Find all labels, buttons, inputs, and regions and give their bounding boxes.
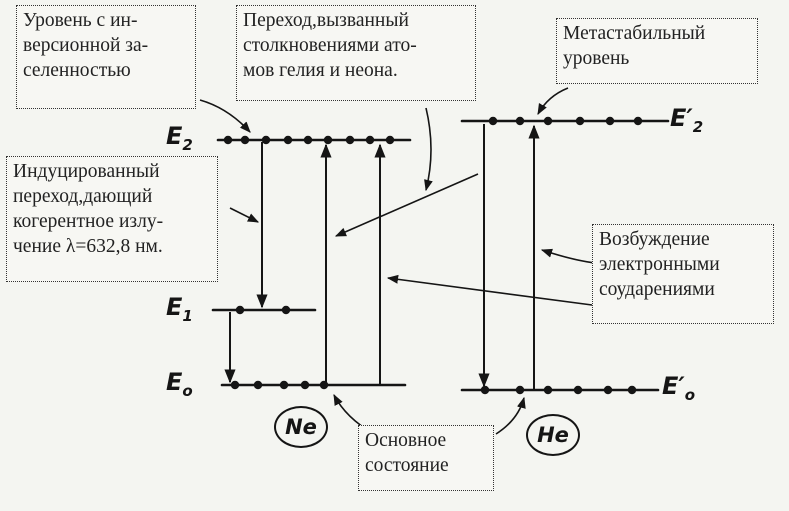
induced-line-3: когерентное излу- bbox=[13, 211, 164, 232]
ground-state-label: Основное состояние bbox=[358, 425, 494, 491]
inversion-line-1: Уровень с ин- bbox=[23, 10, 138, 31]
pointer-ground-2 bbox=[495, 396, 526, 435]
pointer-inversion bbox=[199, 99, 251, 133]
he-level-e0-label: E′o bbox=[662, 372, 696, 404]
ground-line-1: Основное bbox=[365, 430, 447, 451]
induced-line-4: чение λ=632,8 нм. bbox=[13, 236, 163, 257]
collision-transition-label: Переход,вызванный столкновениями ато- мо… bbox=[236, 5, 476, 101]
metastable-line-1: Метастабильный bbox=[563, 23, 706, 44]
induced-line-2: переход,дающий bbox=[13, 186, 153, 207]
excitation-line-1: Возбуждение bbox=[599, 229, 710, 250]
metastable-level-label: Метастабильный уровень bbox=[556, 18, 758, 84]
collision-line-2: столкновениями ато- bbox=[243, 35, 417, 56]
pointer-excitation-2 bbox=[386, 274, 593, 306]
pointer-collision-1 bbox=[424, 107, 433, 192]
excitation-line-2: электронными bbox=[599, 254, 720, 275]
ne-level-e1-label: E1 bbox=[166, 293, 193, 325]
ground-line-2: состояние bbox=[365, 455, 449, 476]
electron-excitation-label: Возбуждение электронными соударениями bbox=[592, 224, 774, 324]
helium-atom-badge: He bbox=[526, 414, 580, 456]
pointer-metastable bbox=[537, 87, 569, 115]
ne-level-e2-label: E2 bbox=[166, 122, 193, 154]
he-level-e2-label: E′2 bbox=[670, 104, 704, 136]
pointer-induced bbox=[229, 207, 260, 223]
excitation-line-3: соударениями bbox=[599, 279, 715, 300]
metastable-line-2: уровень bbox=[563, 48, 630, 69]
inversion-line-3: селенностью bbox=[23, 60, 131, 81]
collision-line-1: Переход,вызванный bbox=[243, 10, 409, 31]
neon-atom-badge: Ne bbox=[274, 406, 328, 448]
inversion-level-label: Уровень с ин- версионной за- селенностью bbox=[16, 5, 196, 109]
induced-line-1: Индуцированный bbox=[13, 161, 160, 182]
ne-level-e0-label: Eo bbox=[166, 368, 193, 400]
collision-line-3: мов гелия и неона. bbox=[243, 60, 398, 81]
pointer-collision-2 bbox=[334, 173, 479, 237]
induced-transition-label: Индуцированный переход,дающий когерентно… bbox=[6, 156, 218, 282]
inversion-line-2: версионной за- bbox=[23, 35, 149, 56]
